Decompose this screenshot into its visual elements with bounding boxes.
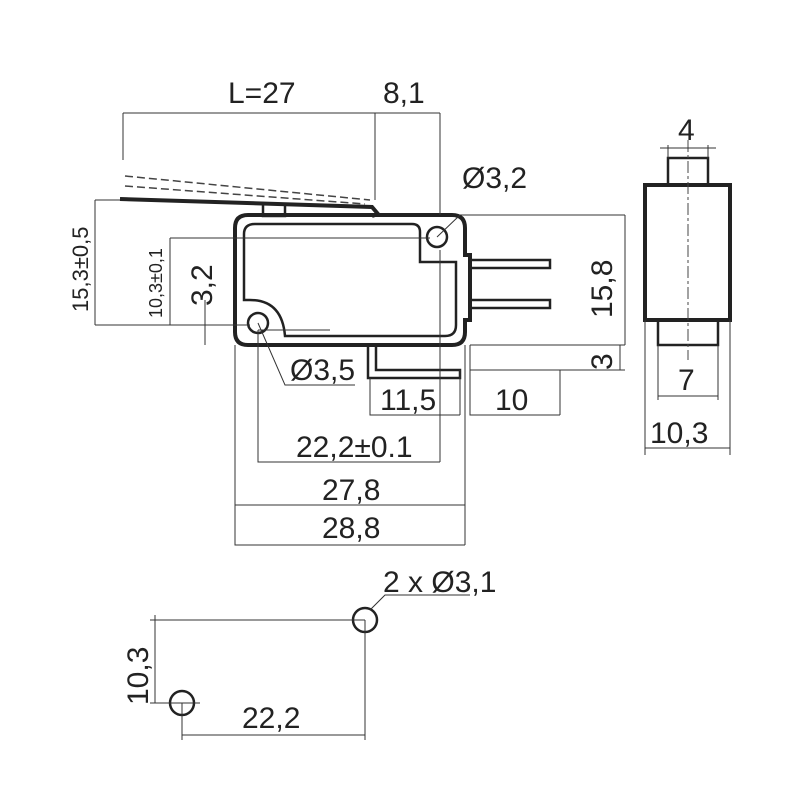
dim-hole-spacing: 22,2±0.1: [296, 431, 413, 464]
dim-lever-offset: 8,1: [383, 77, 425, 110]
dim-plunger-width: 4: [678, 114, 695, 147]
dim-body-height: 15,8: [586, 260, 619, 318]
dim-body-length: 28,8: [322, 512, 380, 545]
dim-terminal-spacing: 10: [495, 384, 528, 417]
mounting-pattern: [150, 594, 470, 740]
dim-height-holes: 10,3±0,1: [146, 248, 166, 318]
dim-lever-length: L=27: [228, 77, 296, 110]
terminal-2: [468, 298, 552, 310]
dim-height-total: 15,3±0,5: [68, 227, 93, 312]
dim-bottom-width: 7: [678, 364, 695, 397]
switch-body: [233, 213, 552, 380]
lever: [119, 175, 382, 218]
dim-terminal-drop: 3: [586, 353, 619, 370]
dim-hole-top: Ø3,2: [462, 162, 527, 195]
hole-top-icon: [425, 225, 449, 249]
dim-mount-horizontal: 22,2: [242, 702, 300, 735]
dimension-lines: [94, 112, 626, 546]
terminal-1: [468, 258, 552, 270]
dim-body-length-inner: 27,8: [322, 474, 380, 507]
dim-side-body-width: 10,3: [650, 417, 708, 450]
dim-mount-holes: 2 x Ø3,1: [383, 566, 496, 599]
dim-mount-vertical: 10,3: [122, 647, 155, 705]
side-view: [643, 140, 732, 455]
dim-terminal-width: 11,5: [380, 384, 436, 417]
dim-hole-offset: 3,2: [186, 264, 219, 306]
dim-hole-bottom: Ø3,5: [290, 354, 355, 387]
